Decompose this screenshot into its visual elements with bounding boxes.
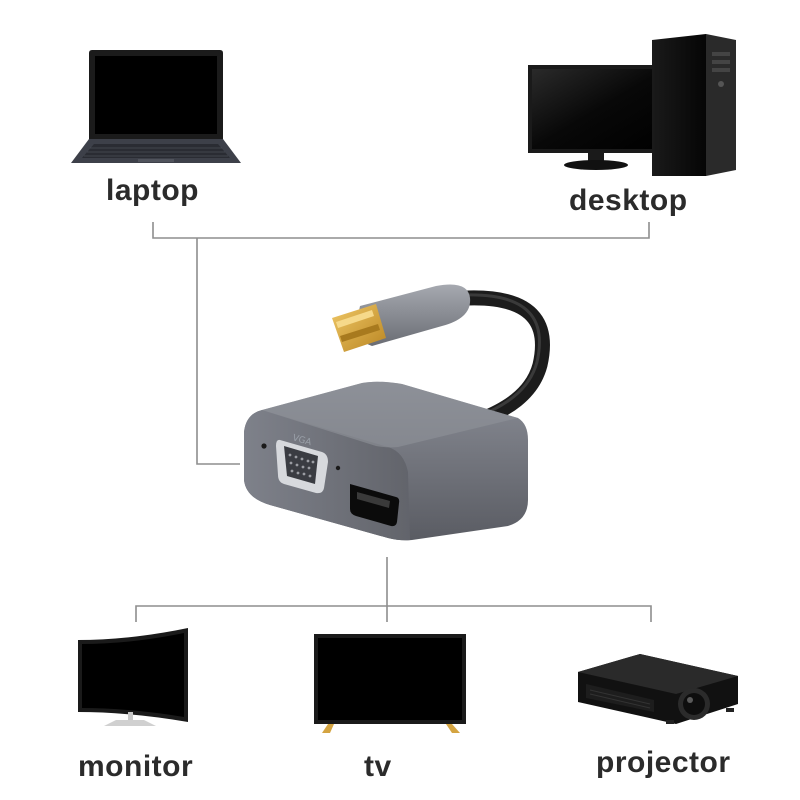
adapter-cable [460,290,550,428]
projector-label: projector [596,746,731,779]
projector-icon [578,654,738,724]
top-bus-line [152,222,650,239]
desktop-label: desktop [569,184,688,217]
desktop-icon [528,34,736,176]
bottom-bus-line [135,605,652,622]
adapter-body: VGA [244,381,528,541]
laptop-label: laptop [106,174,199,207]
laptop-icon [71,50,241,163]
tv-label: tv [364,750,392,783]
monitor-label: monitor [78,750,194,783]
usb-plug-icon [332,284,471,352]
tv-icon [314,634,466,733]
monitor-icon [78,628,188,726]
connector-lines [135,222,652,622]
input-line [196,238,240,465]
